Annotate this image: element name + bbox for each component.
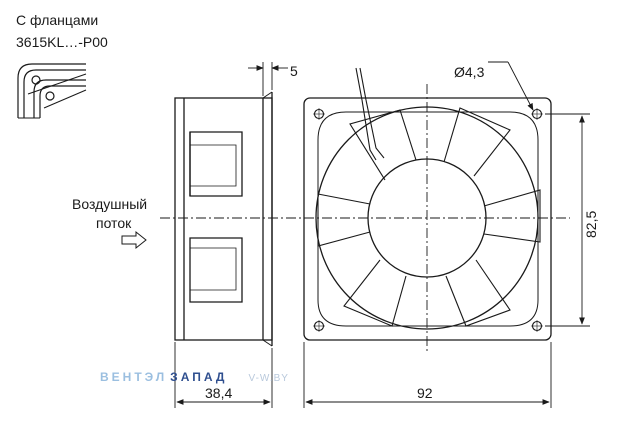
watermark: ВЕНТЭЛ ЗАПАД V-W.BY xyxy=(100,370,289,384)
depth-dimension xyxy=(174,342,273,408)
fan-front-view xyxy=(303,97,552,341)
watermark-site: V-W.BY xyxy=(248,373,288,384)
hole-spacing-label: 82,5 xyxy=(583,211,599,238)
fan-side-view xyxy=(174,91,273,347)
watermark-brand-part2: ЗАПАД xyxy=(170,370,227,384)
mounting-holes xyxy=(313,108,543,332)
lead-wire xyxy=(355,67,385,161)
depth-label: 38,4 xyxy=(205,385,232,401)
width-dimension xyxy=(303,342,552,408)
flange-thickness-dimension xyxy=(248,62,288,96)
flange-detail-icon xyxy=(17,63,87,119)
fan-blades xyxy=(317,107,541,327)
watermark-brand-part1: ВЕНТЭЛ xyxy=(100,370,167,384)
hole-diameter-label: Ø4,3 xyxy=(454,64,485,80)
width-label: 92 xyxy=(417,385,433,401)
airflow-arrow-icon xyxy=(121,230,147,250)
model-title-line1: С фланцами xyxy=(16,12,98,28)
hole-diameter-leader xyxy=(488,61,534,111)
flange-thickness-label: 5 xyxy=(290,63,298,79)
airflow-label-line2: поток xyxy=(96,215,132,231)
hole-spacing-dimension xyxy=(545,113,590,327)
airflow-label-line1: Воздушный xyxy=(72,196,147,212)
model-title-line2: 3615KL…-P00 xyxy=(16,34,108,50)
